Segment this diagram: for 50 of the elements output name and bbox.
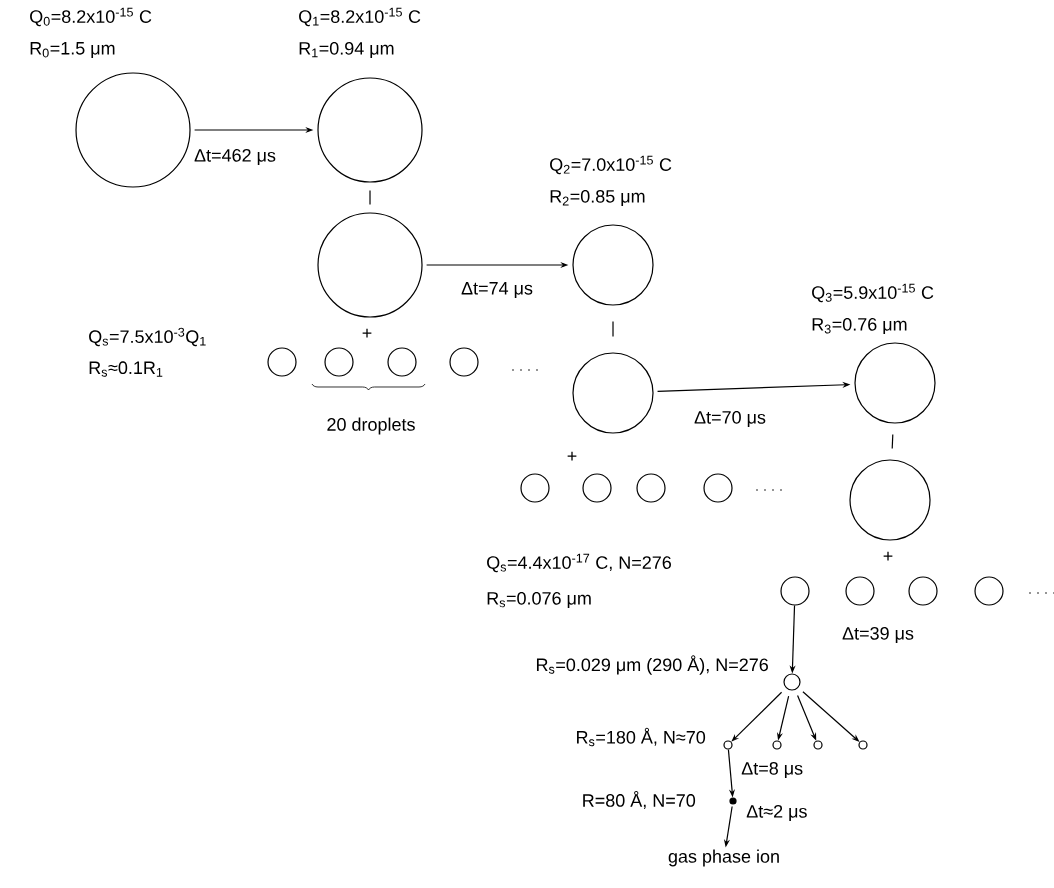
edge-label: Δt=74 μs [460,281,534,299]
droplet-label: R$_{s}$=0.029 μm (290 Å), N=276 [537,655,768,675]
droplet-label: Q$_{1}$=8.2x10$^{-15}$ C [299,7,421,27]
droplet-label: R$_{3}$=0.76 μm [812,318,907,334]
droplet-circle [582,473,612,503]
text-label: 20 droplets [327,417,415,435]
text-label: R$_{s}$=0.076 μm [487,592,591,608]
arrow [731,691,783,742]
droplet-circle [908,576,938,606]
droplet-circle [267,347,297,377]
connector-line [369,190,371,205]
text-label: R$_{s}$≈0.1R$_{1}$ [89,361,163,377]
droplet-circle [317,77,423,183]
droplet-circle [449,347,479,377]
droplet-circle [636,473,666,503]
droplet-label: R$_{1}$=0.94 μm [299,42,394,58]
edge-label: Δt=39 μs [841,626,915,644]
droplet-circle [854,342,936,424]
droplet-label: Q$_{3}$=5.9x10$^{-15}$ C [812,283,934,303]
droplet-label: R=80 Å, N=70 [583,791,696,809]
edge-label: Δt=462 μs [193,148,277,166]
connector-line [891,433,894,450]
droplet-label: R$_{2}$=0.85 μm [550,190,645,206]
droplet-circle [849,459,931,541]
droplet-circle [974,576,1004,606]
droplet-label: Q$_{2}$=7.0x10$^{-15}$ C [550,155,672,175]
droplet-circle [75,72,191,188]
droplet-circle [783,673,801,691]
droplet-circle [324,347,354,377]
text-label: + [362,328,372,338]
droplet-circle [317,212,423,318]
droplet-label: R$_{0}$=1.5 μm [30,42,115,58]
text-label: + [567,451,577,461]
edge-label: Δt≈2 μs [745,804,809,822]
text-label: Q$_{s}$=4.4x10$^{-17}$ C, N=276 [487,553,671,573]
droplet-circle [572,352,654,434]
edge-label: Δt=8 μs [740,761,805,779]
node-text: gas phase ion [668,849,779,867]
droplet-circle [520,473,550,503]
droplet-label: R$_{s}$=180 Å, N≈70 [577,727,706,747]
droplet-circle [387,347,417,377]
droplet-label: Q$_{0}$=8.2x10$^{-15}$ C [30,7,152,27]
connector-line [612,321,614,337]
droplet-circle [572,224,654,306]
droplet-circle [780,576,810,606]
edge-label: Δt=70 μs [693,410,767,428]
droplet-circle [845,576,875,606]
text-label: + [883,551,893,561]
text-label: Q$_{s}$=7.5x10$^{-3}$Q$_{1}$ [89,327,206,347]
droplet-circle [703,473,733,503]
